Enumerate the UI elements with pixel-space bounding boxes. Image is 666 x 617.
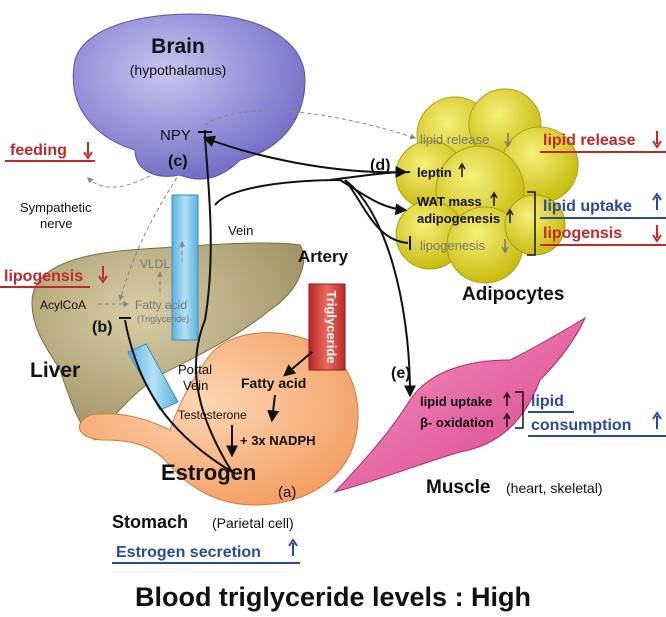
liver-label: Liver <box>30 359 80 382</box>
brain-shape <box>72 13 306 180</box>
trunk-to-lipogenesis <box>344 179 409 244</box>
adipocyte-lipid-release-down <box>504 133 512 148</box>
leptin-label: leptin <box>417 165 452 180</box>
wat-mass-up-arrow <box>490 191 498 206</box>
npy-lipid-release-path <box>204 110 417 140</box>
trunk-to-leptin <box>329 166 408 181</box>
muscle-oxidation: β- oxidation <box>420 415 494 430</box>
stomach-label: Stomach <box>112 512 188 532</box>
acylcoa-label: AcylCoA <box>40 298 86 312</box>
adipocytes-label: Adipocytes <box>462 284 564 305</box>
consumption-up-arrow <box>652 411 662 429</box>
adipocyte-tag: (d) <box>370 157 390 174</box>
adipogenesis-label: adipogenesis <box>417 211 500 226</box>
right-lipogensis: lipogensis <box>543 225 622 242</box>
triglyceride-box <box>308 283 346 371</box>
sympathetic-line1: Sympathetic <box>20 200 92 215</box>
right-consumption: consumption <box>531 417 631 434</box>
testosterone-label: Testosterone <box>178 408 247 422</box>
vein-label: Vein <box>228 223 253 238</box>
right-lipid-uptake-up <box>652 192 662 210</box>
adipocyte-bracket <box>527 191 536 256</box>
muscle-bracket <box>515 391 524 429</box>
left-lipogensis-label: lipogensis <box>4 268 83 285</box>
adipogenesis-up-arrow <box>506 208 514 223</box>
muscle-oxidation-up <box>503 412 511 427</box>
portal-vein-line2: Vein <box>183 378 208 393</box>
muscle-uptake-up <box>503 391 511 406</box>
estrogen-to-brain-path <box>194 137 233 473</box>
trunk-to-wat <box>339 179 408 216</box>
muscle-lipid-uptake: lipid uptake <box>420 394 492 409</box>
right-lipogensis-down <box>652 225 662 243</box>
right-lipid-release-down <box>652 131 662 149</box>
sympathetic-line2: nerve <box>40 216 73 231</box>
liver-tag: (b) <box>92 319 112 336</box>
brain-to-liver-nerve <box>118 147 196 302</box>
stomach-sublabel: (Parietal cell) <box>212 515 294 531</box>
muscle-shape <box>333 316 587 493</box>
estrogen-to-liver-path <box>124 319 233 473</box>
leptin-to-npy-path <box>202 135 411 174</box>
leptin-up-arrow <box>458 162 466 177</box>
triglyceride-label: Triglyceride <box>324 291 339 364</box>
fattyacid-to-nadph <box>267 394 280 423</box>
nadph-label: + 3x NADPH <box>240 433 316 448</box>
portal-vein-line1: Portal <box>178 362 212 377</box>
estrogen-secretion-label: Estrogen secretion <box>116 544 261 561</box>
brain-label: Brain <box>151 35 205 58</box>
estrogen-label: Estrogen <box>161 460 256 485</box>
adipocyte-lipid-release: lipid release <box>420 132 489 147</box>
muscle-tag: (e) <box>391 365 411 382</box>
liver-fatty-acid: Fatty acid <box>135 298 187 312</box>
right-lipid-word: lipid <box>531 393 564 410</box>
muscle-label: Muscle <box>426 477 490 498</box>
right-lipid-uptake: lipid uptake <box>543 198 632 215</box>
trunk-to-muscle <box>344 179 416 398</box>
adipocyte-lipogenesis: lipogenesis <box>420 238 486 253</box>
vein-vessel <box>171 194 199 341</box>
estrogen-secretion-up-arrow <box>288 538 298 556</box>
stomach-tag: (a) <box>278 484 296 501</box>
brain-sublabel: (hypothalamus) <box>130 62 227 78</box>
liver-shape <box>31 242 305 441</box>
feeding-label: feeding <box>10 142 67 159</box>
muscle-sublabel: (heart, skeletal) <box>506 480 602 496</box>
right-lipid-release: lipid release <box>543 132 636 149</box>
wat-mass-label: WAT mass <box>417 194 482 209</box>
page-title: Blood triglyceride levels : High <box>135 582 531 612</box>
brain-to-feeding-path <box>87 147 191 188</box>
liver-triglyceride-small: (Triglyceride) <box>137 314 189 324</box>
stomach-fatty-acid: Fatty acid <box>241 375 306 391</box>
adipocyte-lipogenesis-down <box>501 239 509 254</box>
left-lipogensis-down-arrow <box>98 266 108 284</box>
brain-tag: (c) <box>168 153 188 170</box>
artery-label: Artery <box>298 247 349 266</box>
feeding-down-arrow <box>83 142 93 160</box>
vldl-label: VLDL <box>140 257 170 271</box>
npy-label: NPY <box>160 127 191 144</box>
adipocyte-cluster <box>395 88 579 284</box>
estrogen-to-adipocyte-trunk <box>214 179 341 206</box>
tg-to-fattyacid <box>283 351 313 377</box>
